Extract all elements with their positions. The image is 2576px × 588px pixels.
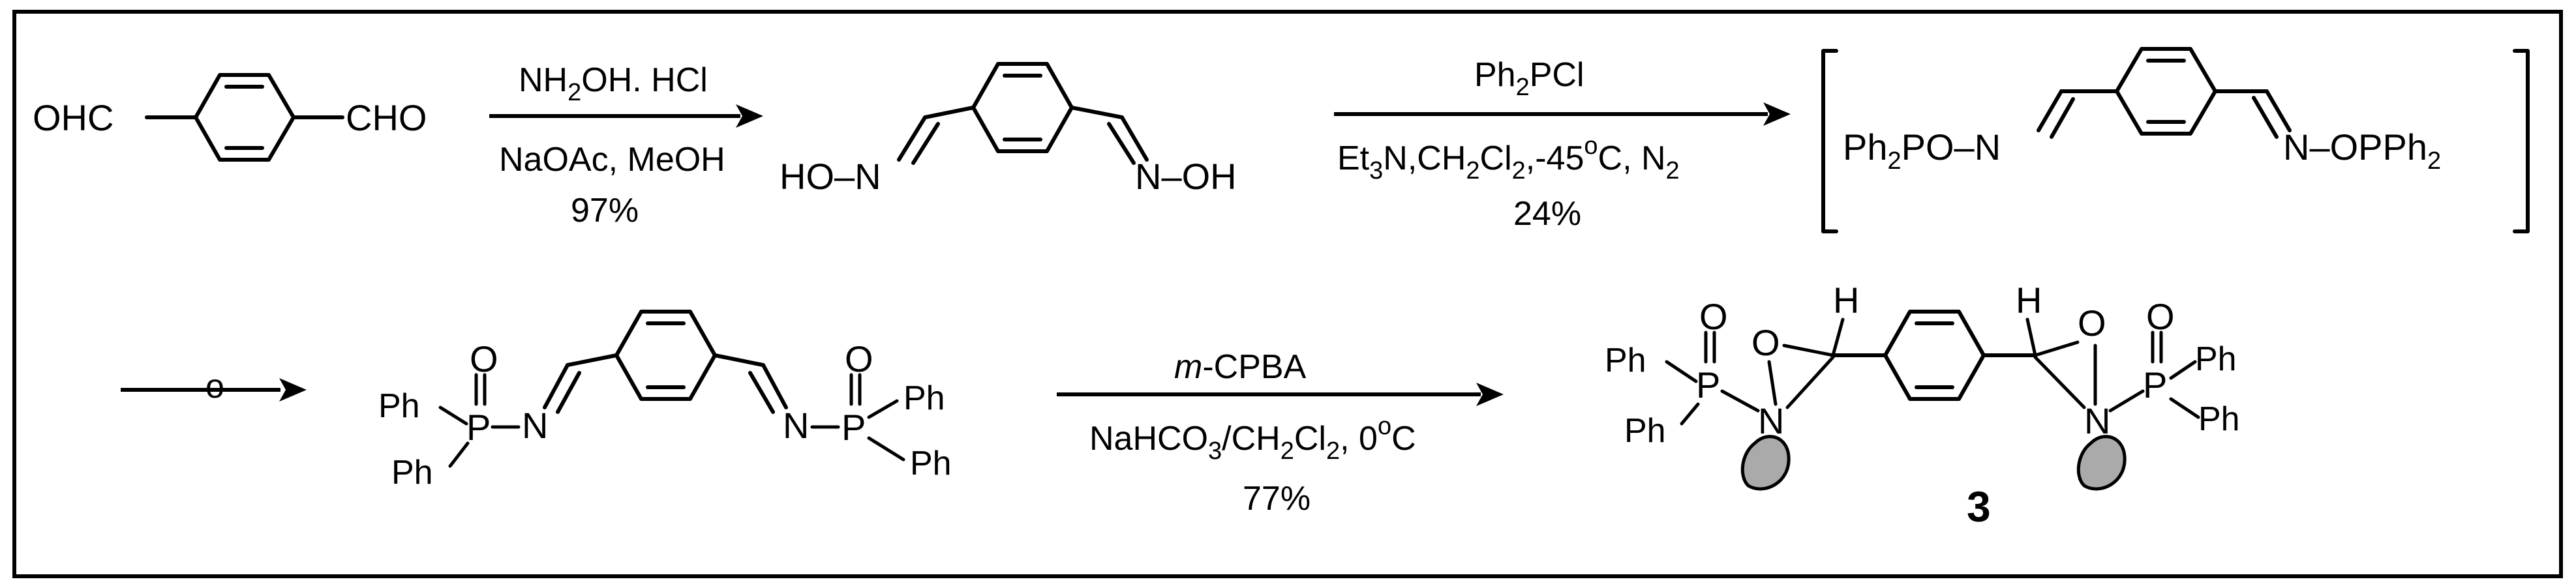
svg-text:Ph: Ph (1624, 412, 1666, 450)
svg-text:N: N (783, 405, 809, 446)
svg-text:H: H (2016, 280, 2042, 321)
svg-text:m-CPBA: m-CPBA (1174, 348, 1307, 386)
svg-text:Ph2PO–N: Ph2PO–N (1843, 126, 2001, 175)
svg-text:H: H (1833, 280, 1859, 321)
svg-text:Ph: Ph (378, 387, 420, 425)
bis-phosphinoyl-imine: Ph Ph P O N N P O Ph Ph (378, 310, 952, 492)
reaction-arrow-1: NH2OH. HCl NaOAc, MeOH 97% (489, 61, 763, 229)
label-ohc: OHC (33, 97, 114, 138)
svg-text:P: P (2143, 364, 2167, 405)
svg-text:O: O (2078, 302, 2106, 344)
svg-text:NaHCO3/CH2Cl2, 0oC: NaHCO3/CH2Cl2, 0oC (1089, 413, 1416, 465)
arrow-label-o: o (205, 368, 224, 405)
svg-text:O: O (2146, 296, 2175, 337)
compound-number: 3 (1967, 482, 1991, 531)
svg-text:O: O (1699, 296, 1728, 337)
lone-pair-lobe-right (2076, 435, 2127, 491)
svg-text:Ph: Ph (2195, 340, 2237, 378)
lone-pair-lobe-left (1740, 435, 1791, 491)
rearrangement-arrow: o (121, 368, 307, 405)
terephthalaldehyde: OHC CHO (33, 73, 427, 162)
svg-text:N: N (522, 405, 548, 446)
svg-text:Ph: Ph (391, 454, 433, 492)
svg-text:N–OPPh2: N–OPPh2 (2283, 126, 2441, 175)
svg-text:P: P (1696, 364, 1720, 405)
svg-text:O: O (1751, 322, 1780, 363)
svg-text:Ph2PCl: Ph2PCl (1474, 56, 1584, 101)
bracket-right (2513, 49, 2530, 233)
svg-text:N: N (1758, 400, 1784, 441)
svg-text:Ph: Ph (1605, 342, 1646, 379)
bracket-left (1821, 49, 1838, 233)
bis-phosphinite-intermediate: Ph2PO–N N–OPPh2 (1821, 47, 2530, 233)
step1-yield: 97% (571, 192, 639, 229)
step3-yield: 77% (1243, 480, 1311, 518)
step2-yield: 24% (1513, 195, 1581, 233)
svg-text:Ph: Ph (910, 445, 952, 482)
label-n-oh: N–OH (1135, 156, 1237, 197)
svg-text:N: N (2084, 400, 2110, 441)
bis-oxaziridine-product: Ph Ph P O N O H H O N P (1605, 280, 2240, 531)
svg-text:NH2OH. HCl: NH2OH. HCl (519, 61, 708, 106)
svg-text:Ph: Ph (2198, 400, 2240, 438)
svg-text:O: O (845, 338, 873, 379)
reaction-arrow-2: Ph2PCl Et3N,CH2Cl2,-45oC, N2 24% (1334, 56, 1791, 233)
svg-text:Et3N,CH2Cl2,-45oC, N2: Et3N,CH2Cl2,-45oC, N2 (1337, 132, 1680, 184)
scheme-frame (12, 10, 2563, 578)
svg-text:P: P (466, 407, 491, 448)
step1-conditions: NaOAc, MeOH (499, 141, 725, 179)
reaction-arrow-3: m-CPBA NaHCO3/CH2Cl2, 0oC 77% (1057, 348, 1504, 518)
terephthalaldehyde-dioxime: HO–N N–OH (780, 62, 1237, 197)
svg-text:Ph: Ph (903, 379, 945, 417)
svg-text:O: O (470, 338, 498, 379)
svg-text:P: P (841, 407, 866, 448)
label-ho-n: HO–N (780, 156, 881, 197)
label-cho: CHO (346, 97, 427, 138)
